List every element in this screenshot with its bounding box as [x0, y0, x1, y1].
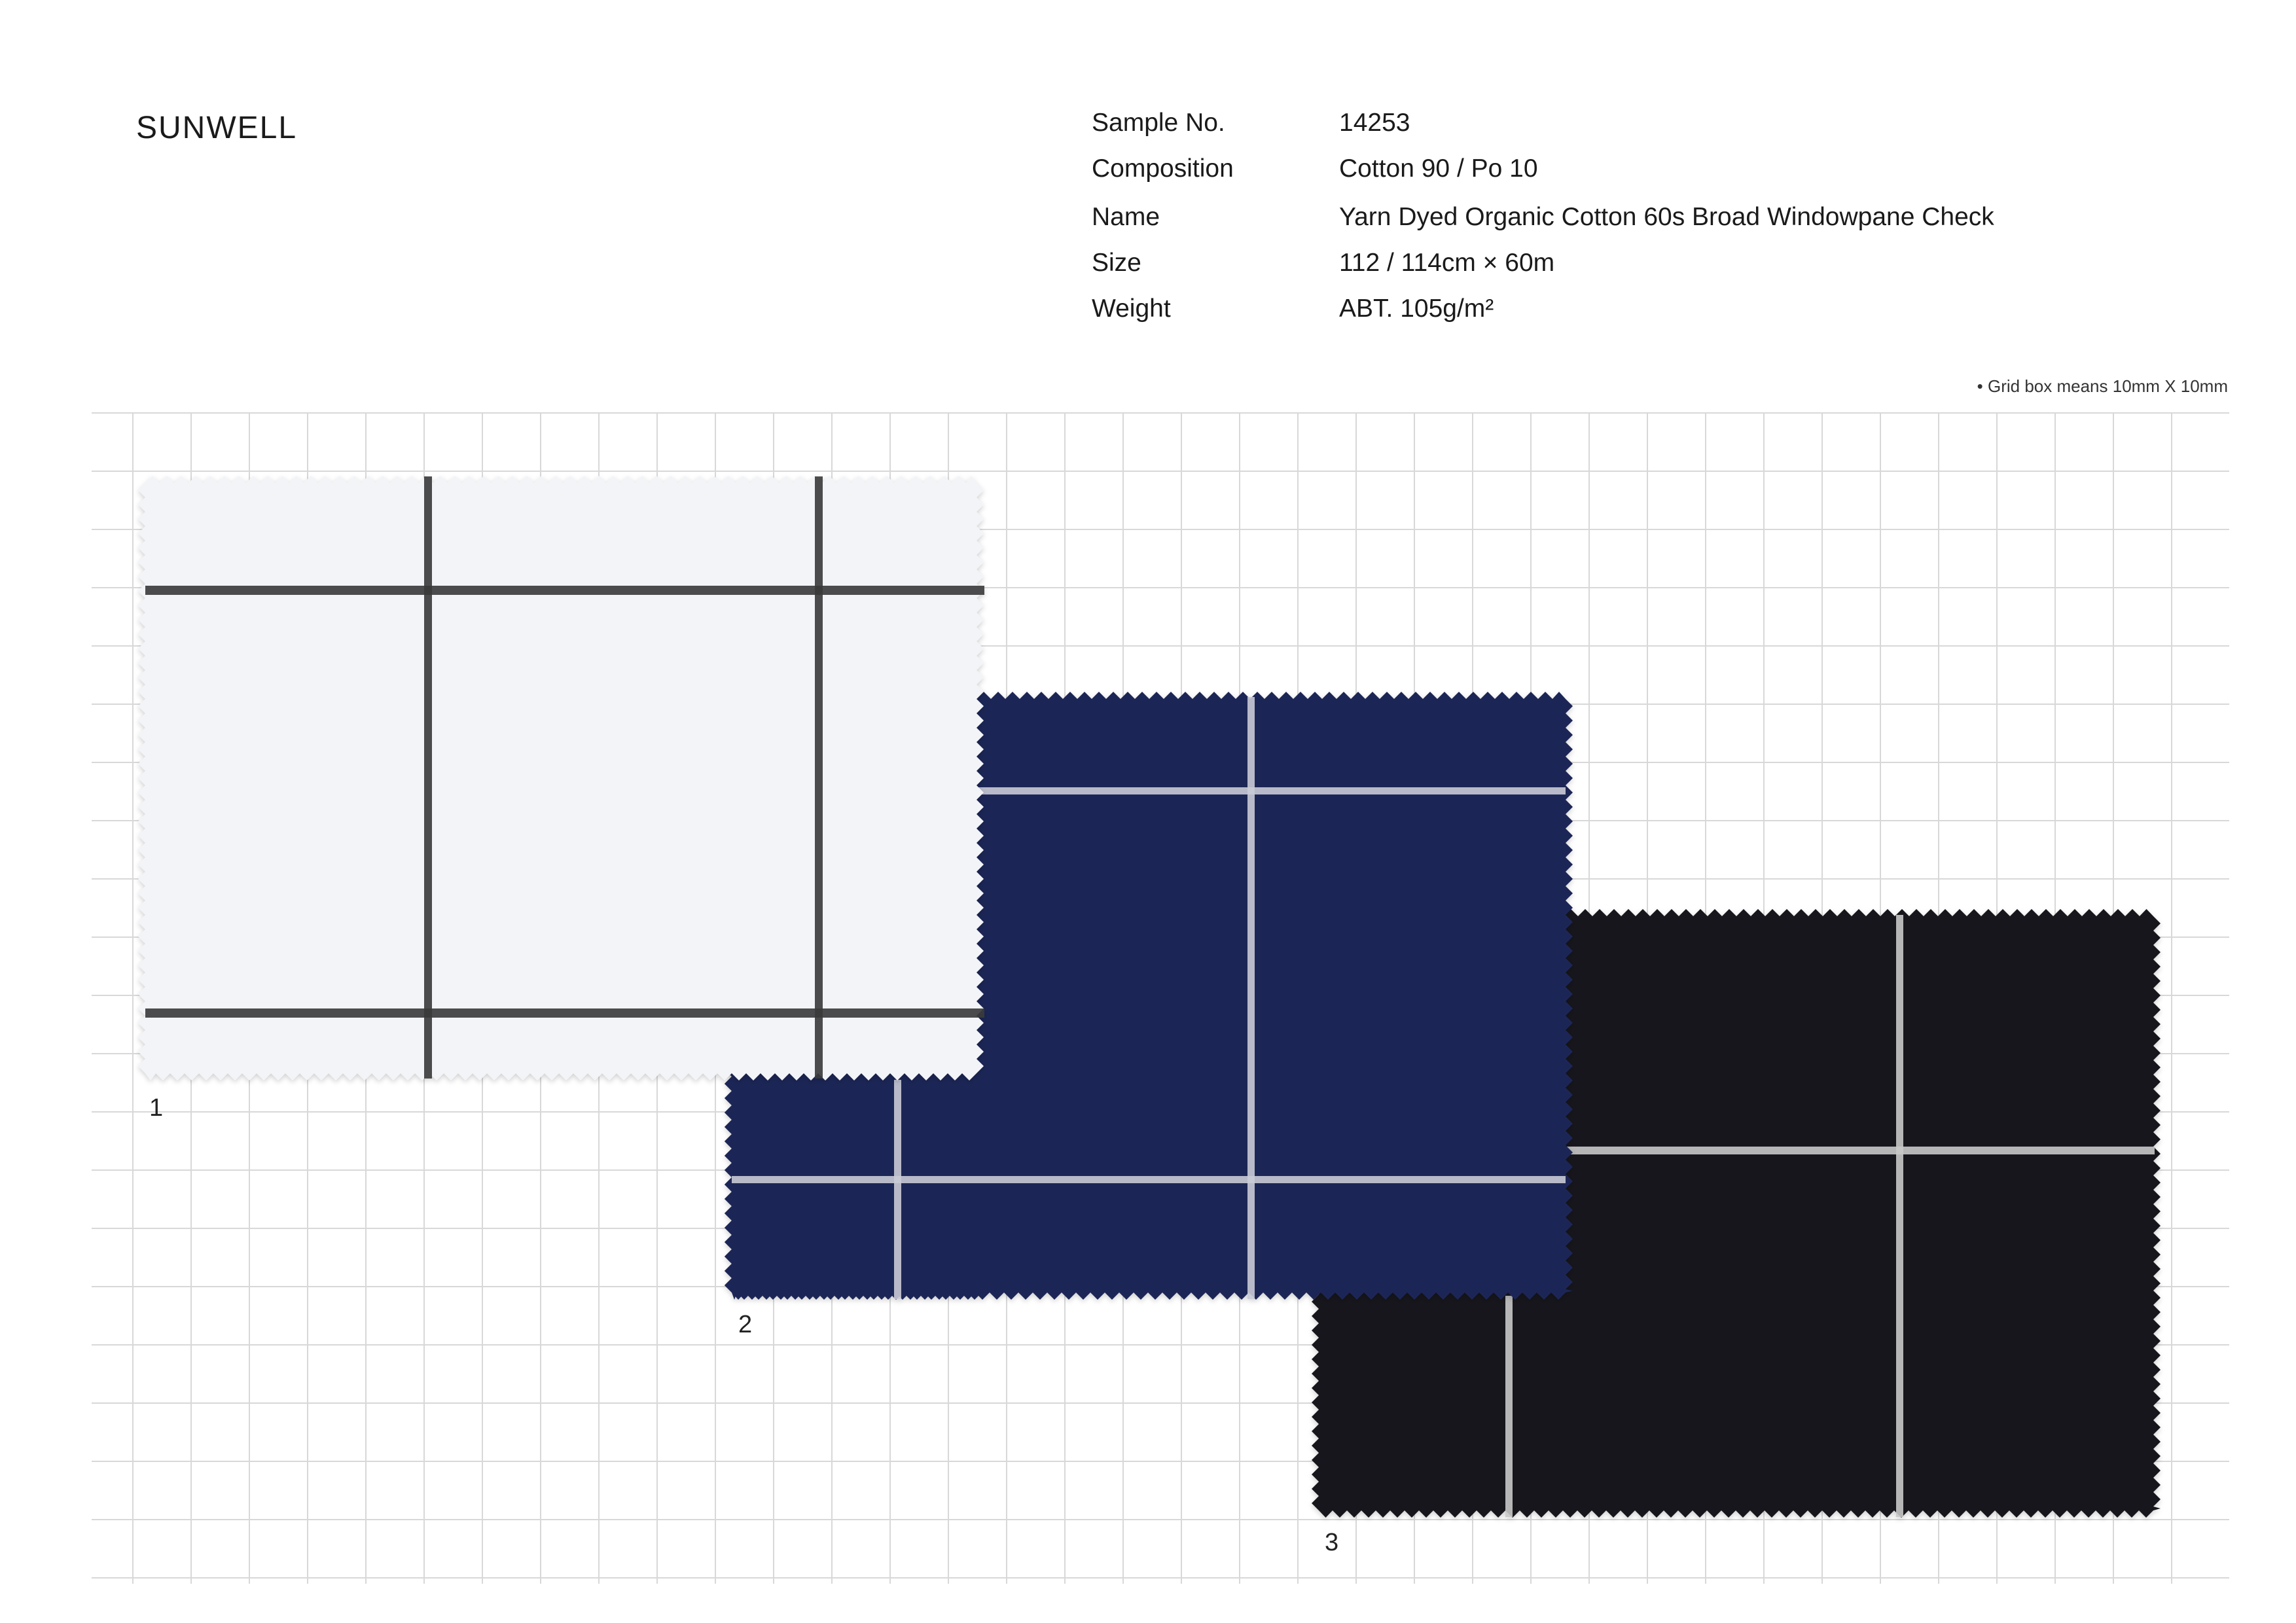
swatch-3-stripe-v1 [1896, 915, 1903, 1517]
spec-label: Size [1092, 249, 1141, 277]
spec-label: Sample No. [1092, 109, 1225, 137]
spec-label: Composition [1092, 154, 1234, 183]
swatch-1 [138, 476, 984, 1080]
swatch-3-stripe-v2 [1505, 1296, 1513, 1517]
swatch-2-stripe-h2 [732, 1176, 1566, 1183]
spec-value: Yarn Dyed Organic Cotton 60s Broad Windo… [1339, 203, 1994, 231]
spec-label: Name [1092, 203, 1160, 231]
swatch-2-label: 2 [738, 1311, 753, 1338]
swatch-1-stripe-v1 [424, 476, 432, 1079]
swatch-2-stripe-v2 [894, 1080, 901, 1299]
swatch-1-fabric [138, 476, 984, 1080]
grid-scale-note: • Grid box means 10mm X 10mm [1977, 376, 2228, 396]
swatch-1-stripe-h1 [145, 586, 984, 595]
swatch-2-stripe-h1 [977, 787, 1566, 794]
swatch-2-fabric-lower [725, 1040, 989, 1300]
swatch-2-stripe-v1 [1247, 697, 1255, 1299]
spec-value: 14253 [1339, 109, 1410, 137]
spec-value: 112 / 114cm × 60m [1339, 249, 1555, 277]
brand-logo-text: SUNWELL [136, 111, 298, 145]
spec-value: Cotton 90 / Po 10 [1339, 154, 1538, 183]
swatch-3-label: 3 [1325, 1529, 1339, 1556]
spec-value: ABT. 105g/m² [1339, 294, 1494, 323]
spec-label: Weight [1092, 294, 1171, 323]
swatch-1-stripe-v2 [815, 476, 823, 1079]
swatch-1-label: 1 [149, 1094, 164, 1122]
swatch-1-stripe-h2 [145, 1008, 984, 1018]
swatch-3-stripe-h1 [1566, 1147, 2155, 1154]
